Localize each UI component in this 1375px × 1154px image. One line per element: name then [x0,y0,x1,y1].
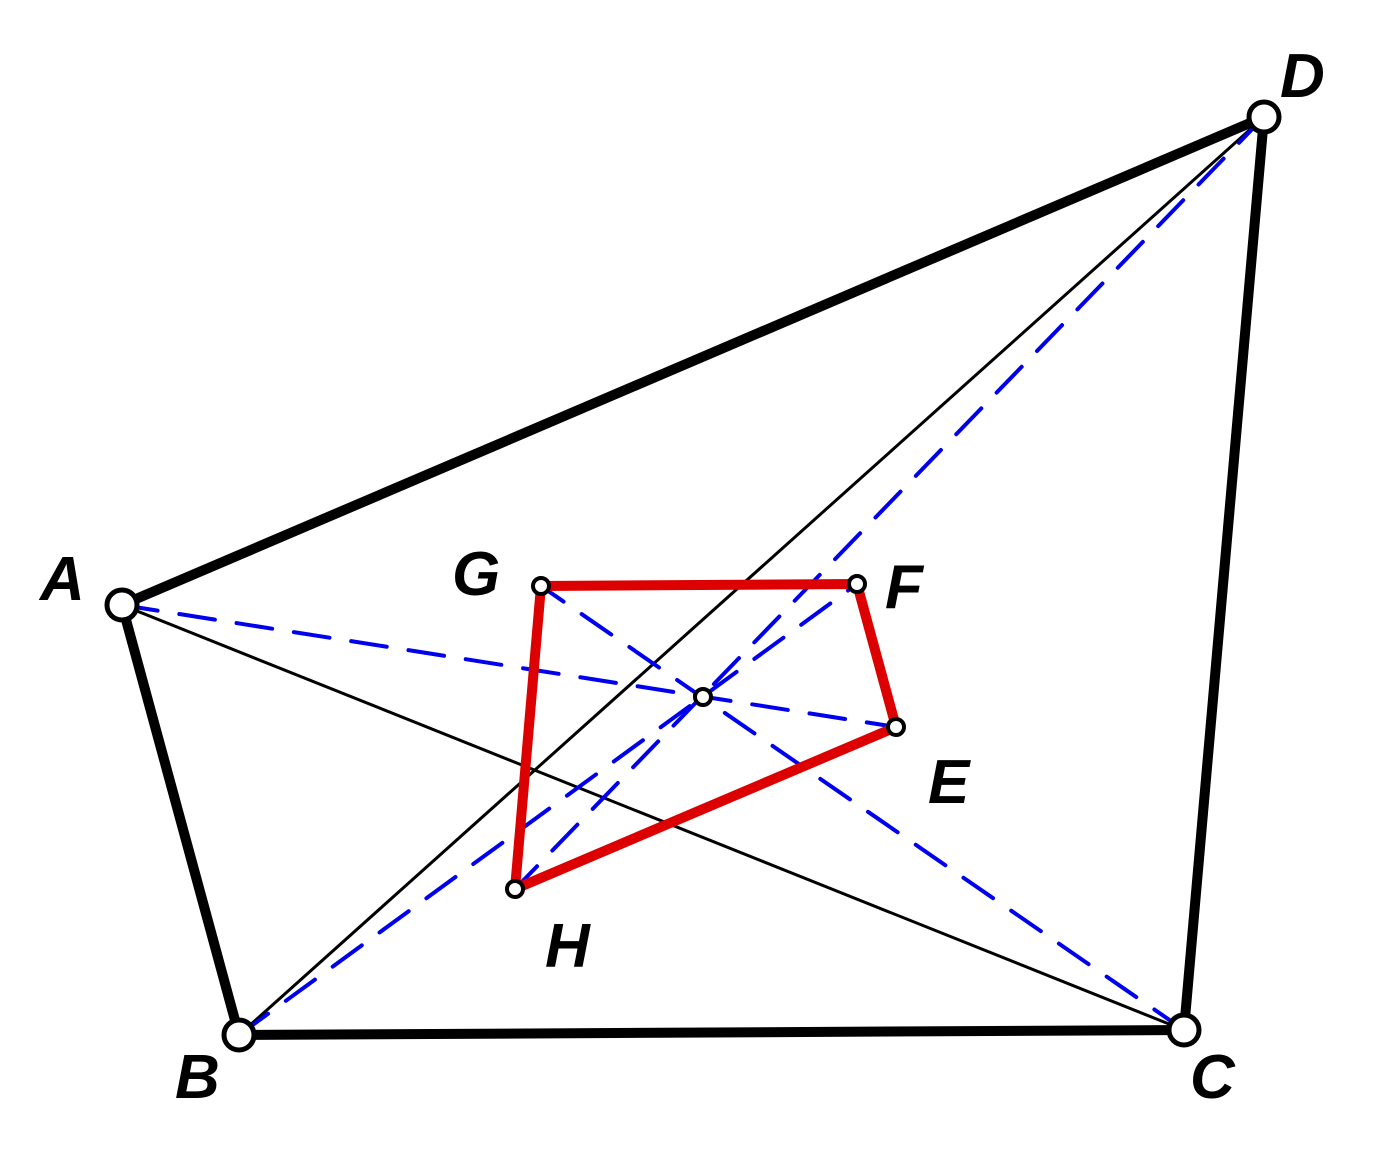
point-A[interactable] [104,587,140,623]
dashed-lines [120,115,1266,1037]
label-F: F [885,553,925,622]
label-H: H [545,912,591,981]
point-E[interactable] [886,717,906,737]
label-G: G [452,540,500,609]
point-G[interactable] [531,576,551,596]
outer-quadrilateral-ABCD [116,109,1270,1041]
dashed-line-BF [237,582,859,1037]
point-B[interactable] [221,1017,257,1053]
label-D: D [1280,42,1325,111]
label-E: E [928,748,971,817]
diagonal-BD [237,115,1266,1037]
point-center-intersection[interactable] [693,687,713,707]
point-H[interactable] [505,879,525,899]
point-D[interactable] [1246,99,1282,135]
point-F[interactable] [847,574,867,594]
diagonal-AC [121,603,1185,1032]
dashed-line-AE [120,603,898,729]
label-A: A [38,545,85,614]
dashed-line-CG [539,584,1186,1032]
label-B: B [175,1043,220,1112]
dashed-line-DH [513,115,1266,891]
label-C: C [1190,1043,1236,1112]
point-C[interactable] [1166,1012,1202,1048]
